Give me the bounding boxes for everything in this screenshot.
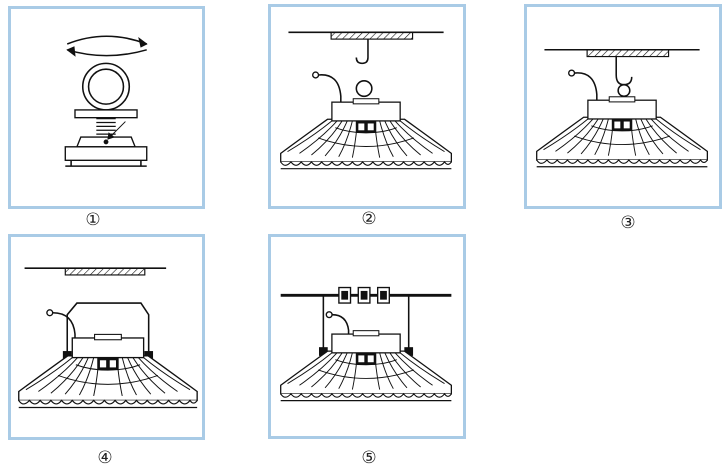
step-5-panel bbox=[268, 234, 466, 439]
step-1-label: ① bbox=[85, 210, 101, 230]
ceiling-plate bbox=[330, 31, 414, 40]
step-2-panel bbox=[268, 4, 466, 209]
step-1-panel bbox=[8, 6, 205, 209]
u-bracket bbox=[66, 302, 150, 358]
ring-rotation-illustration bbox=[64, 35, 148, 167]
pipe-clamps bbox=[338, 286, 390, 304]
hook-engaged-illustration bbox=[536, 48, 709, 168]
rotate-arrow-icon bbox=[66, 35, 148, 45]
step-3-label: ③ bbox=[620, 213, 636, 233]
ceiling-hook bbox=[355, 39, 369, 65]
step-5-label: ⑤ bbox=[361, 448, 377, 468]
step-4-label: ④ bbox=[97, 448, 113, 468]
ring-eye bbox=[81, 62, 131, 111]
step-3-panel bbox=[524, 4, 722, 209]
bracket-mount-illustration bbox=[18, 267, 198, 409]
pipe-clamp-mount-illustration bbox=[280, 286, 453, 402]
hook-approach-illustration bbox=[280, 31, 453, 170]
step-2-label: ② bbox=[361, 209, 377, 229]
step-4-panel bbox=[8, 234, 205, 440]
